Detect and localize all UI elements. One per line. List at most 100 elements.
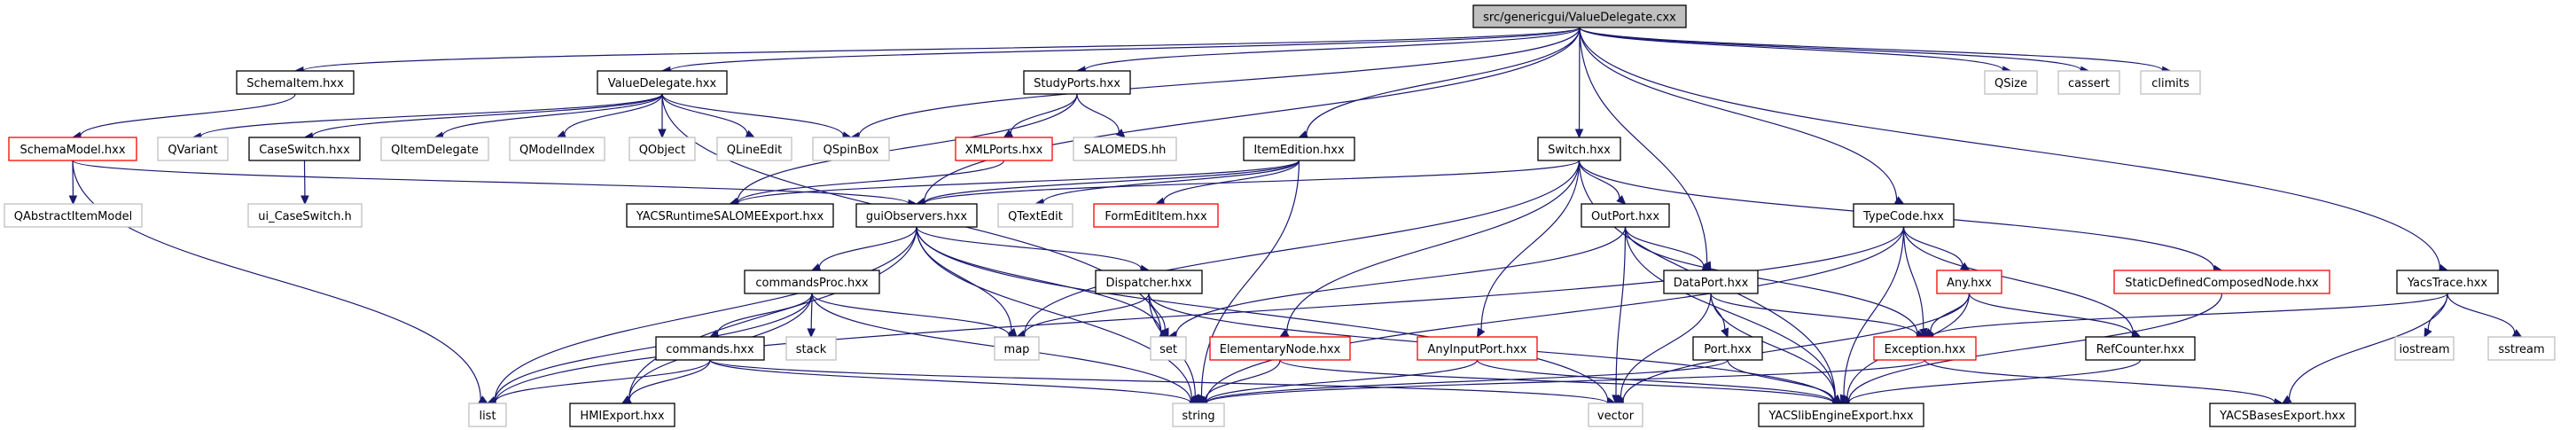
- node-label: AnyInputPort.hxx: [1427, 343, 1526, 356]
- node-label: set: [1159, 343, 1177, 356]
- node-sstream: sstream: [2487, 336, 2556, 361]
- node-outport-hxx[interactable]: OutPort.hxx: [1581, 203, 1670, 228]
- node-box: [2487, 336, 2556, 361]
- node-yacstrace-hxx[interactable]: YacsTrace.hxx: [2396, 270, 2499, 294]
- node-src-genericgui-valuedelegate-cxx[interactable]: src/genericgui/ValueDelegate.cxx: [1472, 4, 1687, 28]
- node-box: [655, 336, 765, 361]
- arrowhead-icon: [68, 195, 78, 206]
- edge-line: [818, 226, 917, 268]
- node-switch-hxx[interactable]: Switch.hxx: [1537, 137, 1621, 161]
- node-elementarynode-hxx[interactable]: ElementaryNode.hxx: [1209, 336, 1351, 361]
- node-commands-hxx[interactable]: commands.hxx: [655, 336, 765, 361]
- node-valuedelegate-hxx[interactable]: ValueDelegate.hxx: [597, 70, 728, 95]
- edge-line: [495, 226, 1905, 403]
- edge-line: [924, 160, 1581, 204]
- node-label: FormEditItem.hxx: [1105, 210, 1207, 223]
- edge-itemedition-to-qtextedit: [1034, 160, 1300, 207]
- edge-line: [737, 93, 1078, 202]
- node-qmodelindex: QModelIndex: [509, 137, 605, 161]
- node-label: string: [1182, 410, 1214, 423]
- edge-root-to-yacstrace: [1579, 27, 2449, 273]
- node-box: [626, 203, 834, 228]
- node-caseswitch-hxx[interactable]: CaseSwitch.hxx: [248, 137, 361, 161]
- edge-line: [709, 359, 1191, 403]
- edge-line: [311, 93, 663, 137]
- node-box: [2085, 336, 2196, 361]
- node-label: OutPort.hxx: [1591, 210, 1659, 223]
- edge-studyports-to-xmlports: [1003, 93, 1078, 138]
- node-anyinputport-hxx[interactable]: AnyInputPort.hxx: [1417, 336, 1538, 361]
- node-refcounter-hxx[interactable]: RefCounter.hxx: [2085, 336, 2196, 361]
- node-label: DataPort.hxx: [1674, 277, 1749, 290]
- node-staticdefinedcomposednode-hxx[interactable]: StaticDefinedComposedNode.hxx: [2113, 270, 2330, 294]
- edge-line: [1579, 27, 2440, 269]
- edge-line: [1042, 160, 1300, 203]
- node-hmiexport-hxx[interactable]: HMIExport.hxx: [569, 403, 675, 427]
- node-schemaitem-hxx[interactable]: SchemaItem.hxx: [236, 70, 355, 95]
- node-box: [2396, 270, 2499, 294]
- edge-line: [1163, 160, 1300, 202]
- arrowhead-icon: [301, 195, 309, 206]
- node-port-hxx[interactable]: Port.hxx: [1692, 336, 1763, 361]
- edge-yacstrace-to-sstream: [2447, 293, 2523, 338]
- node-box: [1588, 403, 1643, 427]
- node-label: StudyPorts.hxx: [1034, 77, 1120, 90]
- node-exception-hxx[interactable]: Exception.hxx: [1873, 336, 1977, 361]
- node-label: HMIExport.hxx: [580, 410, 664, 423]
- node-xmlports-hxx[interactable]: XMLPorts.hxx: [955, 137, 1053, 161]
- node-yacslibengineexport-hxx[interactable]: YACSlibEngineExport.hxx: [1758, 403, 1924, 427]
- edge-commands-to-hmiexport: [621, 359, 711, 404]
- edge-commands-to-string: [709, 359, 1200, 407]
- node-box: [1663, 270, 1759, 294]
- edge-line: [1848, 359, 2142, 403]
- node-box: [2394, 336, 2455, 361]
- edge-line: [2447, 293, 2516, 333]
- edge-line: [661, 93, 748, 135]
- node-dataport-hxx[interactable]: DataPort.hxx: [1663, 270, 1759, 294]
- node-label: ValueDelegate.hxx: [608, 77, 717, 90]
- edge-studyports-to-salomeds: [1076, 93, 1126, 138]
- node-studyports-hxx[interactable]: StudyPorts.hxx: [1023, 70, 1131, 95]
- edge-line: [661, 93, 844, 137]
- node-yacsbasesexport-hxx[interactable]: YACSBasesExport.hxx: [2209, 403, 2356, 427]
- edge-line: [1084, 27, 1581, 71]
- node-box: [1581, 203, 1670, 228]
- node-commandsproc-hxx[interactable]: commandsProc.hxx: [744, 270, 880, 294]
- node-formedititem-hxx[interactable]: FormEditItem.hxx: [1093, 203, 1219, 228]
- node-box: [1758, 403, 1924, 427]
- edge-guiobservers-to-hmiexport: [621, 226, 917, 404]
- node-label: ElementaryNode.hxx: [1220, 343, 1341, 356]
- node-dispatcher-hxx[interactable]: Dispatcher.hxx: [1095, 270, 1203, 294]
- nodes-layer: src/genericgui/ValueDelegate.cxxSchemaIt…: [4, 4, 2556, 427]
- edge-line: [1023, 293, 1150, 335]
- node-qobject: QObject: [628, 137, 696, 161]
- node-vector: vector: [1588, 403, 1643, 427]
- node-any-hxx[interactable]: Any.hxx: [1936, 270, 2002, 294]
- node-schemamodel-hxx[interactable]: SchemaModel.hxx: [8, 137, 137, 161]
- node-box: [1243, 137, 1355, 161]
- node-box: [157, 137, 229, 161]
- edge-line: [199, 93, 663, 137]
- edge-line: [1480, 160, 1581, 331]
- edge-root-to-qsize: [1579, 27, 2012, 74]
- node-typecode-hxx[interactable]: TypeCode.hxx: [1853, 203, 1955, 228]
- node-label: commandsProc.hxx: [755, 277, 868, 290]
- arrowhead-icon: [2424, 327, 2432, 339]
- node-label: XMLPorts.hxx: [965, 144, 1043, 157]
- node-yacsruntimesalomeexport-hxx[interactable]: YACSRuntimeSALOMEExport.hxx: [626, 203, 834, 228]
- edge-line: [1286, 160, 1581, 333]
- arrowhead-icon: [1160, 327, 1169, 339]
- edge-line: [1902, 226, 1924, 330]
- edge-line: [1023, 160, 1581, 335]
- edge-typecode-to-list: [486, 226, 1905, 407]
- arrowhead-icon: [1616, 195, 1627, 205]
- edge-line: [1476, 359, 1834, 403]
- node-box: [1692, 336, 1763, 361]
- node-box: [744, 270, 880, 294]
- edge-line: [1924, 359, 2275, 403]
- edge-line: [1932, 293, 2448, 337]
- edge-line: [72, 160, 481, 400]
- node-guiobservers-hxx[interactable]: guiObservers.hxx: [855, 203, 978, 228]
- arrowhead-icon: [2281, 395, 2292, 404]
- node-itemedition-hxx[interactable]: ItemEdition.hxx: [1243, 137, 1355, 161]
